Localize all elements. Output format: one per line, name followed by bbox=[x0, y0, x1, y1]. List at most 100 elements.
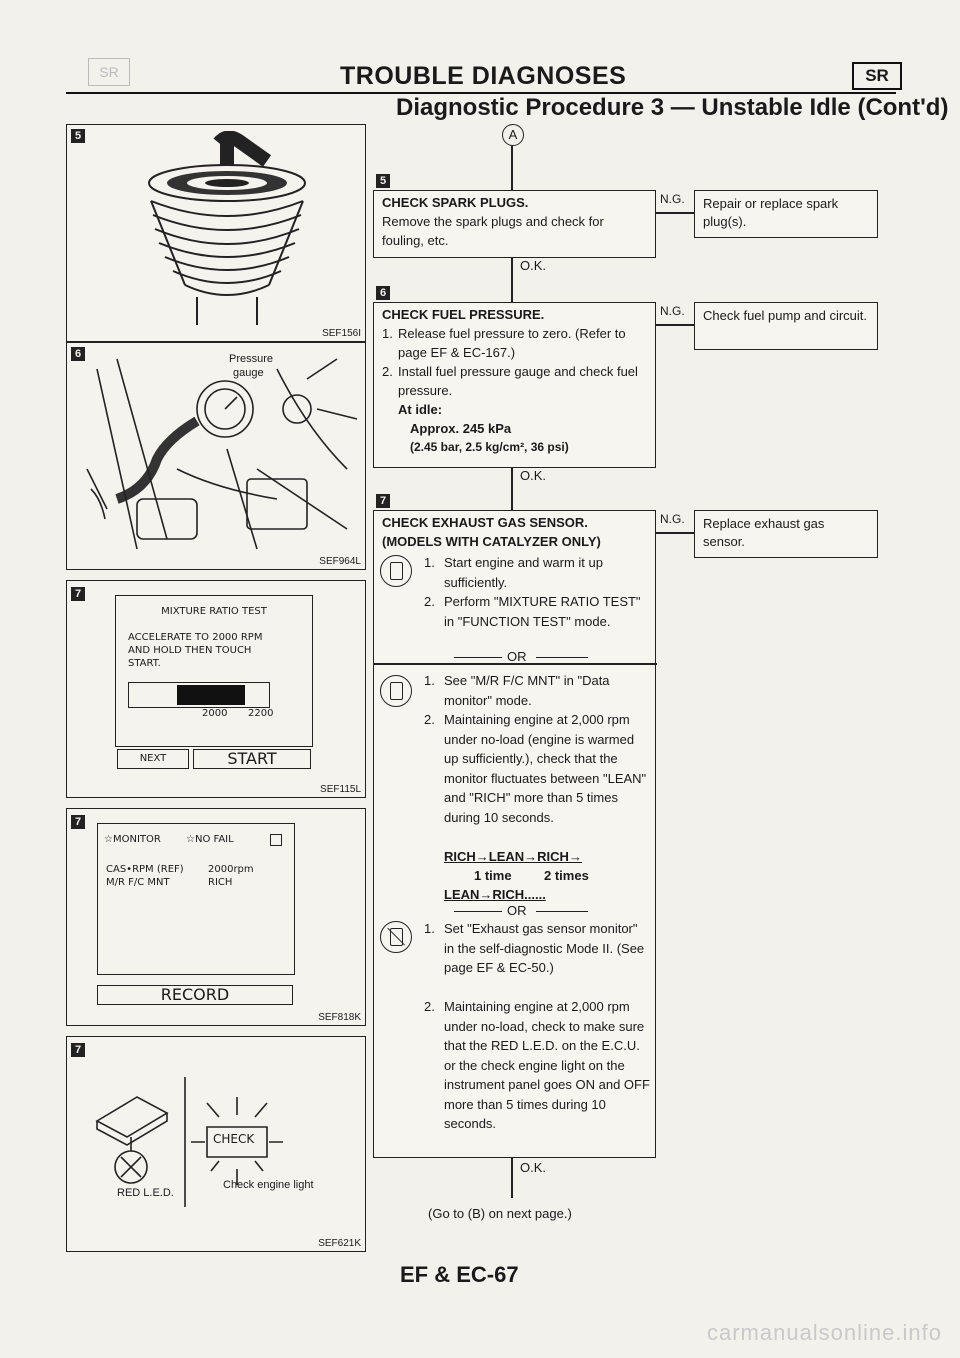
or-rule bbox=[536, 657, 588, 658]
row1-value: 2000rpm bbox=[208, 864, 254, 875]
or-rule bbox=[536, 911, 588, 912]
or-rule bbox=[454, 657, 502, 658]
step5-box: CHECK SPARK PLUGS. Remove the spark plug… bbox=[373, 190, 656, 258]
screen-instruction-2: AND HOLD THEN TOUCH bbox=[128, 645, 252, 656]
step-badge: 7 bbox=[376, 494, 390, 508]
step7-b1: 1.See "M/R F/C MNT" in "Data monitor" mo… bbox=[424, 673, 610, 708]
figure-id: SEF964L bbox=[319, 556, 361, 567]
connector bbox=[511, 468, 513, 512]
figure-badge: 5 bbox=[71, 129, 85, 143]
figure-data-monitor-screen: 7 ☆MONITOR ☆NO FAIL CAS•RPM (REF) 2000rp… bbox=[66, 808, 366, 1026]
figure-check-engine-light: 7 CHECK RED L.E.D. Check engine light SE… bbox=[66, 1036, 366, 1252]
ng-arrow bbox=[656, 324, 694, 326]
nofail-label: ☆NO FAIL bbox=[186, 834, 234, 845]
step6-item2: 2.Install fuel pressure gauge and check … bbox=[382, 364, 638, 398]
spark-plug-illustration bbox=[148, 131, 306, 325]
step5-body: Remove the spark plugs and check for fou… bbox=[382, 214, 604, 248]
screen-title: MIXTURE RATIO TEST bbox=[161, 606, 267, 617]
step7-ng: N.G. bbox=[660, 512, 685, 526]
header-faded-tag: SR bbox=[88, 58, 130, 86]
page-number: EF & EC-67 bbox=[400, 1262, 519, 1287]
figure-id: SEF156I bbox=[322, 328, 361, 339]
step7-box: CHECK EXHAUST GAS SENSOR. (MODELS WITH C… bbox=[373, 510, 657, 1158]
consult-screen: MIXTURE RATIO TEST ACCELERATE TO 2000 RP… bbox=[115, 595, 313, 747]
step5-ng: N.G. bbox=[660, 192, 685, 206]
start-button[interactable]: START bbox=[193, 749, 311, 769]
figure-badge: 7 bbox=[71, 587, 85, 601]
monitor-label: ☆MONITOR bbox=[104, 834, 161, 845]
figure-mixture-ratio-test-screen: 7 MIXTURE RATIO TEST ACCELERATE TO 2000 … bbox=[66, 580, 366, 798]
step6-units: (2.45 bar, 2.5 kg/cm², 36 psi) bbox=[410, 440, 569, 454]
connector bbox=[511, 1158, 513, 1198]
step-badge: 6 bbox=[376, 286, 390, 300]
figure-id: SEF621K bbox=[318, 1238, 361, 1249]
screen-instruction-1: ACCELERATE TO 2000 RPM bbox=[128, 632, 263, 643]
rpm-bar-fill bbox=[177, 685, 245, 705]
cycle-1-time: 1 time bbox=[474, 868, 512, 883]
header-rule bbox=[66, 92, 896, 94]
step6-approx: Approx. 245 kPa bbox=[410, 421, 512, 436]
step7-or-1: OR bbox=[507, 649, 527, 664]
consult-icon bbox=[380, 555, 412, 587]
figure-badge: 7 bbox=[71, 815, 85, 829]
rpm-bar bbox=[128, 682, 270, 708]
cycle-line-1: RICH→LEAN→RICH→ bbox=[444, 849, 582, 864]
connector bbox=[511, 258, 513, 302]
or-rule bbox=[454, 911, 502, 912]
page-title: TROUBLE DIAGNOSES bbox=[340, 62, 627, 90]
pressure-label: Pressure bbox=[229, 353, 274, 365]
goto-next-page: (Go to (B) on next page.) bbox=[428, 1206, 572, 1221]
star-icon: ☆ bbox=[186, 834, 195, 845]
screen-instruction-3: START. bbox=[128, 658, 161, 669]
step7-a1: 1.Start engine and warm it up sufficient… bbox=[424, 555, 603, 590]
figure-spark-plug: 5 SEF156I bbox=[66, 124, 366, 342]
ng-arrow bbox=[656, 212, 694, 214]
step5-title: CHECK SPARK PLUGS. bbox=[382, 195, 529, 210]
step7-c1: 1.Set "Exhaust gas sensor monitor" in th… bbox=[424, 921, 645, 975]
connector bbox=[511, 146, 513, 190]
step6-title: CHECK FUEL PRESSURE. bbox=[382, 307, 545, 322]
row2-label: M/R F/C MNT bbox=[106, 877, 170, 888]
step6-ng: N.G. bbox=[660, 304, 685, 318]
engine-bay-illustration bbox=[86, 358, 358, 550]
next-button[interactable]: NEXT bbox=[117, 749, 189, 769]
step7-a2: 2.Perform "MIXTURE RATIO TEST" in "FUNCT… bbox=[424, 594, 641, 629]
step6-result: Check fuel pump and circuit. bbox=[694, 302, 878, 350]
step7-c2: 2.Maintaining engine at 2,000 rpm under … bbox=[424, 999, 650, 1131]
gauge-label: gauge bbox=[233, 367, 264, 379]
step7-b2: 2.Maintaining engine at 2,000 rpm under … bbox=[424, 712, 647, 825]
rpm-tick-2000: 2000 bbox=[202, 708, 228, 719]
step6-box: CHECK FUEL PRESSURE. 1.Release fuel pres… bbox=[373, 302, 656, 468]
check-light-label: Check engine light bbox=[223, 1179, 314, 1191]
cycle-2-times: 2 times bbox=[544, 868, 589, 883]
checkbox-icon bbox=[270, 834, 282, 846]
step7-ok: O.K. bbox=[520, 1160, 547, 1175]
red-led-label: RED L.E.D. bbox=[117, 1187, 174, 1199]
step6-ok: O.K. bbox=[520, 468, 547, 483]
section-tag: SR bbox=[852, 62, 902, 90]
step7-result: Replace exhaust gas sensor. bbox=[694, 510, 878, 558]
rpm-tick-2200: 2200 bbox=[248, 708, 274, 719]
check-lamp-text: CHECK bbox=[213, 1132, 255, 1146]
step5-ok: O.K. bbox=[520, 258, 547, 273]
no-consult-icon bbox=[380, 921, 412, 953]
section-divider bbox=[374, 663, 657, 665]
step-badge: 5 bbox=[376, 174, 390, 188]
watermark: carmanualsonline.info bbox=[706, 1320, 942, 1345]
row1-label: CAS•RPM (REF) bbox=[106, 864, 184, 875]
record-button[interactable]: RECORD bbox=[97, 985, 293, 1005]
figure-badge: 7 bbox=[71, 1043, 85, 1057]
step7-title: CHECK EXHAUST GAS SENSOR. bbox=[382, 515, 588, 530]
step7-subtitle: (MODELS WITH CATALYZER ONLY) bbox=[382, 534, 601, 549]
step5-result: Repair or replace spark plug(s). bbox=[694, 190, 878, 238]
star-icon: ☆ bbox=[104, 834, 113, 845]
consult-icon bbox=[380, 675, 412, 707]
ng-arrow bbox=[656, 532, 694, 534]
flow-start-marker: A bbox=[502, 124, 524, 146]
led-and-check-light-illustration bbox=[95, 1077, 283, 1207]
page-subtitle: Diagnostic Procedure 3 — Unstable Idle (… bbox=[396, 94, 949, 121]
figure-fuel-pressure-gauge: 6 Pressure gauge SEF964L bbox=[66, 342, 366, 570]
figure-id: SEF115L bbox=[320, 784, 361, 795]
consult-screen: ☆MONITOR ☆NO FAIL CAS•RPM (REF) 2000rpm … bbox=[97, 823, 295, 975]
figure-id: SEF818K bbox=[318, 1012, 361, 1023]
